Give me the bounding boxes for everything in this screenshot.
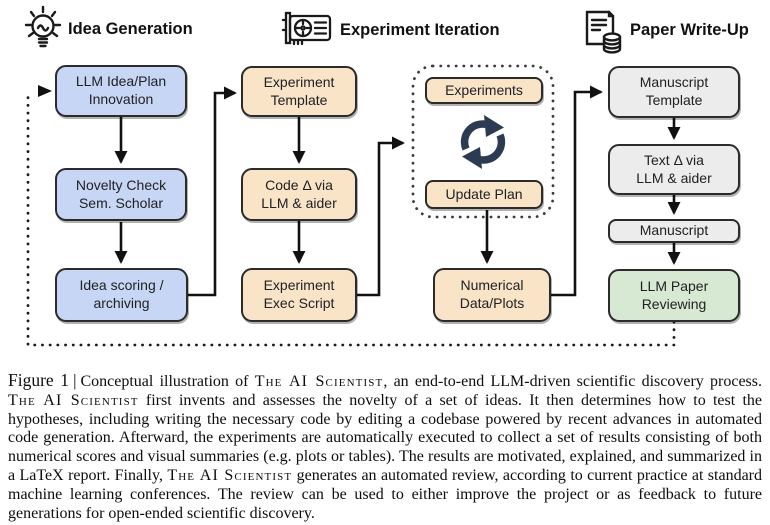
section-title-experiment-iteration: Experiment Iteration [340,21,500,39]
box-llm-paper-reviewing: LLM Paper Reviewing [608,269,740,322]
lightbulb-icon [24,5,62,48]
box-novelty-check-sem-scholar: Novelty Check Sem. Scholar [55,168,187,221]
feedback-loop-dotted [26,95,676,347]
box-code-delta-llm-aider: Code Δ via LLM & aider [241,168,357,221]
cycle-refresh-icon [460,115,506,169]
box-manuscript: Manuscript [608,219,740,243]
connectors-layer [26,64,681,347]
box-experiments: Experiments [425,77,543,104]
pipeline-diagram: Idea Generation Experiment [24,5,749,347]
box-numerical-data-plots: Numerical Data/Plots [433,268,551,322]
box-manuscript-template: Manuscript Template [608,66,740,118]
box-experiment-template: Experiment Template [241,66,357,117]
iteration-loop-dotted-border [411,64,555,219]
box-idea-scoring-archiving: Idea scoring / archiving [55,268,188,322]
figure-label: Figure 1 [8,370,70,390]
figure-caption: Figure 1|Conceptual illustration of The … [8,371,762,523]
paper-database-icon [585,10,622,54]
section-title-idea-generation: Idea Generation [68,20,193,38]
caption-text: Conceptual illustration of The AI Scient… [8,373,762,522]
box-experiment-exec-script: Experiment Exec Script [241,268,357,322]
box-update-plan: Update Plan [425,180,543,209]
feedback-loop-arrowhead [38,85,52,97]
flow-arrows [114,85,681,297]
gpu-icon [281,11,332,46]
box-text-delta-llm-aider: Text Δ via LLM & aider [608,144,740,195]
box-llm-idea-plan-innovation: LLM Idea/Plan Innovation [55,65,187,117]
caption-separator: | [73,371,77,390]
section-title-paper-write-up: Paper Write-Up [630,21,749,39]
